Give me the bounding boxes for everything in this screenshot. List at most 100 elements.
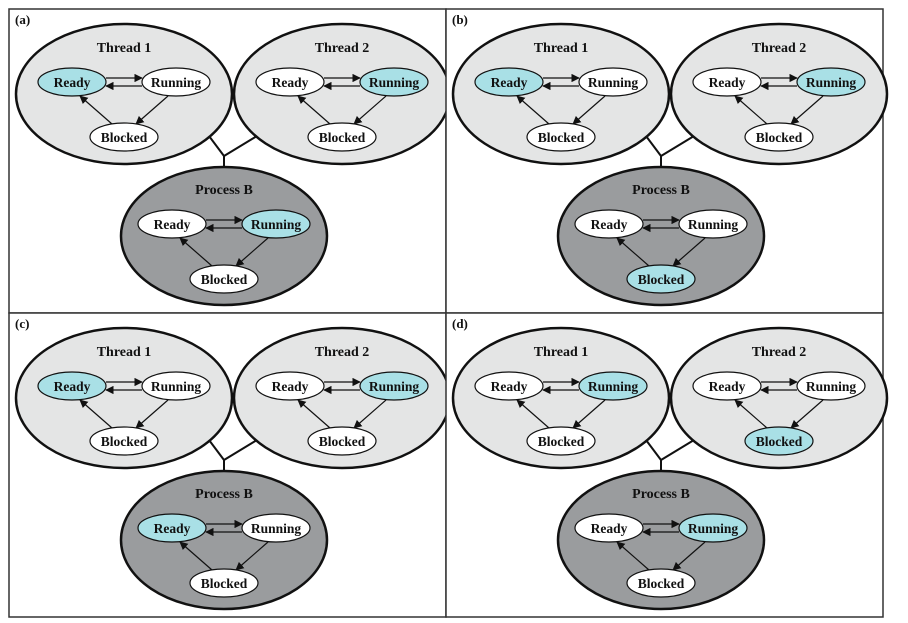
state-ready: Ready bbox=[474, 371, 544, 401]
state-node bbox=[796, 67, 866, 97]
running-to-blocked-arrow bbox=[572, 95, 606, 125]
state-label: Ready bbox=[591, 521, 628, 536]
state-ready: Ready bbox=[137, 209, 207, 239]
state-node bbox=[578, 67, 648, 97]
running-to-blocked-arrow bbox=[235, 237, 269, 267]
state-running: Running bbox=[359, 67, 429, 97]
running-to-blocked-arrow bbox=[790, 399, 824, 429]
blocked-to-ready-arrow bbox=[734, 95, 768, 125]
group-title: Process B bbox=[195, 487, 253, 502]
state-running: Running bbox=[678, 513, 748, 543]
state-running: Running bbox=[578, 371, 648, 401]
state-node bbox=[678, 513, 748, 543]
state-node bbox=[678, 209, 748, 239]
group-title: Thread 2 bbox=[752, 345, 807, 360]
state-ready: Ready bbox=[574, 513, 644, 543]
state-blocked: Blocked bbox=[626, 568, 696, 598]
running-to-blocked-arrow bbox=[135, 95, 169, 125]
state-label: Ready bbox=[272, 379, 309, 394]
group-title: Thread 2 bbox=[315, 41, 370, 56]
state-node bbox=[307, 122, 377, 152]
state-label: Ready bbox=[154, 217, 191, 232]
group-title: Thread 2 bbox=[315, 345, 370, 360]
state-ready: Ready bbox=[37, 67, 107, 97]
state-node bbox=[255, 371, 325, 401]
state-label: Blocked bbox=[638, 576, 685, 591]
panel-label: (d) bbox=[452, 316, 468, 331]
state-ready: Ready bbox=[474, 67, 544, 97]
panel-label: (b) bbox=[452, 12, 468, 27]
state-blocked: Blocked bbox=[307, 122, 377, 152]
state-running: Running bbox=[141, 371, 211, 401]
state-label: Blocked bbox=[101, 434, 148, 449]
state-node bbox=[89, 426, 159, 456]
state-label: Blocked bbox=[538, 434, 585, 449]
state-node bbox=[37, 371, 107, 401]
state-running: Running bbox=[796, 371, 866, 401]
state-blocked: Blocked bbox=[626, 264, 696, 294]
state-node bbox=[141, 371, 211, 401]
state-node bbox=[137, 513, 207, 543]
state-node bbox=[241, 513, 311, 543]
state-node bbox=[89, 122, 159, 152]
blocked-to-ready-arrow bbox=[616, 541, 650, 571]
state-node bbox=[359, 371, 429, 401]
state-label: Ready bbox=[272, 75, 309, 90]
group-title: Thread 2 bbox=[752, 41, 807, 56]
state-label: Running bbox=[251, 521, 302, 536]
state-blocked: Blocked bbox=[189, 264, 259, 294]
group-title: Thread 1 bbox=[534, 345, 589, 360]
state-label: Ready bbox=[709, 75, 746, 90]
state-blocked: Blocked bbox=[526, 426, 596, 456]
state-label: Blocked bbox=[319, 434, 366, 449]
state-label: Running bbox=[588, 75, 639, 90]
group-title: Process B bbox=[632, 183, 690, 198]
thread-1-container bbox=[14, 326, 234, 470]
state-running: Running bbox=[241, 513, 311, 543]
group-title: Thread 1 bbox=[97, 345, 152, 360]
state-node bbox=[37, 67, 107, 97]
panel-label: (a) bbox=[15, 12, 30, 27]
state-node bbox=[574, 513, 644, 543]
state-node bbox=[255, 67, 325, 97]
state-label: Running bbox=[151, 75, 202, 90]
state-label: Ready bbox=[154, 521, 191, 536]
blocked-to-ready-arrow bbox=[297, 95, 331, 125]
state-ready: Ready bbox=[37, 371, 107, 401]
thread-process-connector bbox=[208, 135, 258, 167]
state-running: Running bbox=[796, 67, 866, 97]
blocked-to-ready-arrow bbox=[516, 95, 550, 125]
state-node bbox=[744, 122, 814, 152]
blocked-to-ready-arrow bbox=[734, 399, 768, 429]
state-ready: Ready bbox=[692, 371, 762, 401]
state-label: Blocked bbox=[201, 272, 248, 287]
state-label: Ready bbox=[491, 75, 528, 90]
process-b-container bbox=[119, 165, 329, 307]
state-label: Ready bbox=[709, 379, 746, 394]
state-node bbox=[626, 568, 696, 598]
thread-2-container bbox=[669, 22, 889, 166]
state-node bbox=[359, 67, 429, 97]
state-running: Running bbox=[359, 371, 429, 401]
state-label: Running bbox=[806, 379, 857, 394]
process-b-container bbox=[119, 469, 329, 611]
running-to-blocked-arrow bbox=[572, 399, 606, 429]
process-b-container bbox=[556, 165, 766, 307]
state-label: Blocked bbox=[756, 434, 803, 449]
state-label: Running bbox=[369, 75, 420, 90]
thread-1-container bbox=[451, 22, 671, 166]
group-title: Process B bbox=[195, 183, 253, 198]
state-blocked: Blocked bbox=[526, 122, 596, 152]
state-node bbox=[796, 371, 866, 401]
blocked-to-ready-arrow bbox=[616, 237, 650, 267]
thread-1-container bbox=[14, 22, 234, 166]
state-running: Running bbox=[578, 67, 648, 97]
state-label: Ready bbox=[54, 379, 91, 394]
